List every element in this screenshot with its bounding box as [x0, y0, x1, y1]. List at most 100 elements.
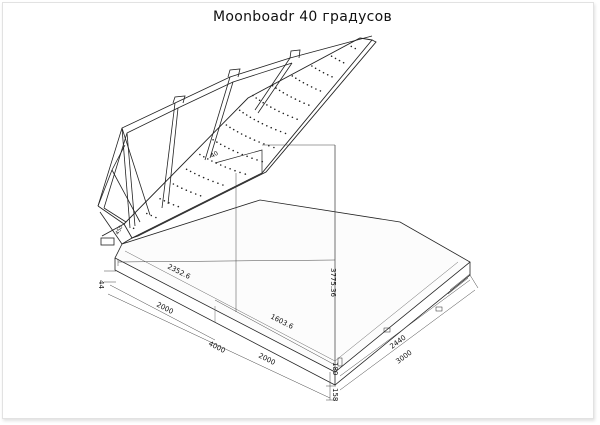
hold-dot [354, 47, 357, 50]
hold-dot [216, 141, 218, 143]
hold-dot [219, 143, 222, 146]
hold-dot [224, 145, 226, 148]
hold-dot [331, 76, 333, 78]
hold-dot [252, 94, 254, 97]
hold-dot [302, 81, 305, 84]
hold-dot [291, 75, 294, 77]
hold-dot [207, 158, 209, 160]
hold-dot [257, 120, 260, 123]
hold-dot [310, 86, 313, 88]
hold-dot [150, 214, 153, 217]
hold-dot [198, 174, 200, 177]
hold-dot [256, 159, 258, 161]
hold-dot [290, 96, 293, 98]
hold-dot [211, 160, 213, 162]
hold-dot [202, 176, 205, 179]
hold-dot [224, 166, 227, 168]
hold-dot [203, 156, 205, 158]
hold-dot [286, 94, 289, 96]
hold-dot [146, 212, 148, 215]
hold-dot [274, 108, 276, 111]
hold-dot [240, 133, 243, 135]
hold-dot [229, 126, 231, 129]
dim-base-offset: 44 [97, 280, 105, 289]
hold-dot [306, 84, 309, 86]
hold-dot [253, 139, 256, 141]
drawing-title: Moonboadr 40 градусов [213, 9, 393, 25]
hold-dot [236, 131, 239, 133]
hold-dot [308, 104, 310, 106]
hold-dot [261, 122, 264, 125]
hold-dot [225, 124, 228, 126]
hold-dot [282, 91, 285, 94]
hold-dot [291, 116, 294, 119]
hold-dot [249, 116, 252, 119]
hold-dot [163, 200, 166, 202]
hold-dot [234, 169, 236, 172]
hold-dot [249, 137, 251, 139]
hold-dot [287, 114, 289, 117]
hold-dot [132, 227, 135, 230]
hold-dot [215, 162, 218, 164]
hold-dot [266, 125, 268, 127]
hold-dot [199, 153, 201, 156]
hold-dot [239, 171, 241, 174]
hold-dot [314, 67, 317, 70]
dim-side-2440: 2440 [388, 334, 407, 351]
hold-dot [298, 79, 301, 82]
hold-dot [190, 191, 192, 193]
dim-floor-2000-b: 2000 [257, 352, 277, 367]
hold-dot [189, 170, 192, 173]
hold-dot [159, 198, 161, 200]
hold-dot [199, 195, 202, 197]
hold-dot [194, 172, 196, 175]
dim-floor-4000: 4000 [207, 340, 227, 355]
hold-dot [326, 74, 329, 76]
hold-dot [212, 180, 214, 183]
hold-dot [241, 153, 244, 156]
hold-dot [176, 185, 179, 187]
hold-dot [222, 184, 224, 186]
hold-dot [334, 57, 337, 60]
hold-dot [319, 90, 322, 92]
hold-dot [155, 216, 157, 219]
hold-dot [279, 130, 282, 133]
dimension-lines [104, 144, 479, 401]
dim-angle-mark: 40 [210, 150, 220, 160]
hold-dot [350, 45, 353, 48]
hold-dot [294, 98, 297, 100]
hold-dot [322, 71, 325, 74]
climbing-wall-panel [100, 37, 377, 246]
hold-dot [172, 204, 175, 206]
hold-dot [258, 99, 261, 102]
hold-dot [303, 102, 305, 104]
hold-dot [177, 205, 180, 208]
hold-dot [270, 106, 272, 108]
hold-dot [318, 69, 321, 72]
hold-dot [229, 168, 231, 170]
hold-dot [298, 100, 301, 102]
hold-dot [181, 187, 183, 189]
hold-dot [263, 143, 265, 145]
hold-dot [245, 135, 247, 137]
hold-dot [245, 114, 248, 116]
hold-dot [271, 84, 274, 87]
hold-dot [228, 147, 230, 150]
hold-dot [251, 157, 253, 159]
hold-dot [232, 128, 235, 131]
hold-dot [296, 118, 298, 120]
hold-dot [194, 193, 197, 195]
hold-dot [262, 101, 265, 104]
support-frame [97, 35, 373, 245]
hold-dot [172, 183, 175, 185]
hold-dot [273, 146, 275, 149]
hold-dot [330, 55, 333, 57]
hold-dot [315, 88, 317, 90]
dim-side-3000: 3000 [394, 349, 413, 366]
hold-dot [219, 164, 222, 166]
hold-dot [282, 112, 285, 115]
hold-dot [258, 141, 260, 143]
dim-kick-450: 450 [115, 225, 125, 236]
hold-dot [238, 109, 241, 112]
